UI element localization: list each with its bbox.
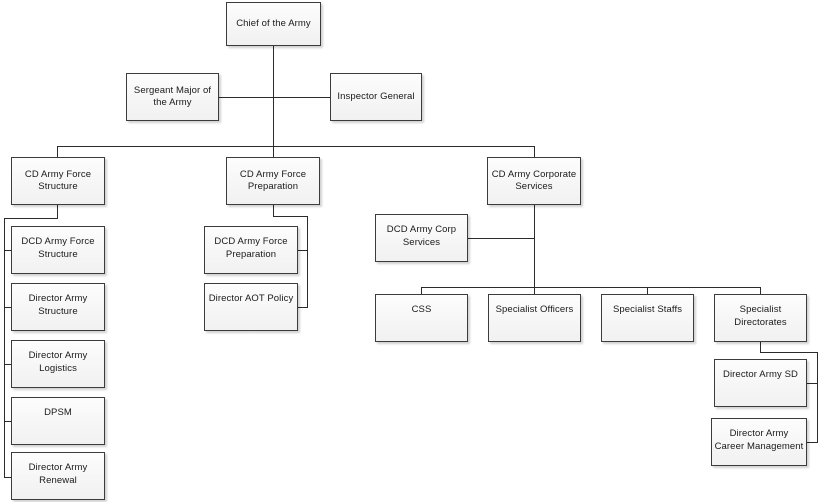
connector-left-stub-3: [4, 364, 12, 365]
connector-left-stub-5: [4, 477, 12, 478]
node-cd-army-force-preparation[interactable]: CD Army Force Preparation: [226, 157, 320, 205]
node-director-army-career-management[interactable]: Director Army Career Management: [711, 418, 807, 466]
connector-level2-bus: [57, 146, 535, 147]
connector-left-drop: [57, 205, 58, 218]
connector-right-trunk: [534, 205, 535, 294]
node-label: Director Army Logistics: [28, 350, 88, 374]
connector-staff-bar-left: [219, 97, 274, 98]
connector-directorates-spine: [817, 352, 818, 443]
connector-level2-drop-left: [57, 146, 58, 157]
node-label: Sergeant Major of the Army: [133, 84, 212, 109]
node-dcd-army-corp-services[interactable]: DCD Army Corp Services: [375, 214, 468, 262]
node-label: DCD Army Force Preparation: [214, 236, 288, 260]
node-director-army-logistics[interactable]: Director Army Logistics: [11, 340, 105, 388]
node-css[interactable]: CSS: [375, 294, 468, 342]
connector-left-stub-2: [4, 307, 12, 308]
connector-middle-stub-1: [298, 250, 308, 251]
node-label: Chief of the Army: [236, 17, 311, 29]
node-director-aot-policy[interactable]: Director AOT Policy: [204, 283, 298, 331]
connector-level2-drop-middle: [273, 146, 274, 157]
connector-middle-stub-2: [298, 307, 308, 308]
node-director-army-renewal[interactable]: Director Army Renewal: [11, 452, 105, 500]
node-dcd-army-force-preparation[interactable]: DCD Army Force Preparation: [204, 226, 298, 274]
connector-directorates-stub-2: [807, 442, 818, 443]
node-label: CD Army Force Preparation: [239, 168, 307, 193]
node-specialist-officers[interactable]: Specialist Officers: [488, 294, 581, 342]
connector-staff-bar-right: [273, 97, 330, 98]
node-label: CD Army Force Structure: [24, 168, 92, 193]
node-sergeant-major-of-the-army[interactable]: Sergeant Major of the Army: [126, 73, 219, 121]
node-label: DCD Army Force Structure: [21, 236, 95, 260]
connector-left-stub-4: [4, 421, 12, 422]
connector-directorates-stub-1: [807, 383, 818, 384]
connector-level2-drop-right: [534, 146, 535, 157]
connector-level3-drop-css: [421, 287, 422, 294]
node-director-army-structure[interactable]: Director Army Structure: [11, 283, 105, 331]
node-label: Director Army Renewal: [28, 462, 88, 486]
connector-middle-spine: [307, 216, 308, 308]
connector-level3-bus: [421, 287, 761, 288]
node-label: DPSM: [44, 407, 72, 418]
node-inspector-general[interactable]: Inspector General: [330, 73, 422, 121]
node-label: Inspector General: [337, 90, 415, 102]
node-dcd-army-force-structure[interactable]: DCD Army Force Structure: [11, 226, 105, 274]
node-label: Specialist Officers: [495, 304, 574, 315]
node-label: Specialist Directorates: [734, 304, 787, 328]
node-cd-army-corporate-services[interactable]: CD Army Corporate Services: [487, 157, 581, 205]
connector-middle-drop: [273, 205, 274, 217]
node-dpsm[interactable]: DPSM: [11, 397, 105, 445]
connector-level3-drop-directorates: [760, 287, 761, 294]
node-label: Director Army Structure: [28, 293, 88, 317]
connector-chief-trunk: [273, 46, 274, 146]
connector-directorates-elbow: [760, 352, 818, 353]
node-chief-of-the-army[interactable]: Chief of the Army: [226, 2, 321, 46]
connector-level3-drop-officers: [534, 287, 535, 294]
node-label: Director AOT Policy: [208, 293, 294, 304]
node-cd-army-force-structure[interactable]: CD Army Force Structure: [11, 157, 105, 205]
node-label: Specialist Staffs: [612, 304, 683, 315]
node-label: CD Army Corporate Services: [491, 168, 577, 193]
connector-directorates-drop: [760, 342, 761, 353]
node-specialist-directorates[interactable]: Specialist Directorates: [714, 294, 807, 342]
connector-left-stub-1: [4, 250, 12, 251]
node-label: DCD Army Corp Services: [386, 224, 457, 248]
node-label: Director Army Career Management: [714, 428, 804, 452]
connector-level3-drop-staffs: [647, 287, 648, 294]
connector-left-elbow: [4, 218, 58, 219]
connector-dcd-corp-branch: [468, 238, 535, 239]
connector-left-spine: [4, 218, 5, 478]
connector-middle-elbow: [273, 216, 308, 217]
node-label: CSS: [411, 304, 432, 315]
node-label: Director Army SD: [723, 369, 798, 380]
node-director-army-sd[interactable]: Director Army SD: [714, 359, 807, 407]
node-specialist-staffs[interactable]: Specialist Staffs: [601, 294, 694, 342]
